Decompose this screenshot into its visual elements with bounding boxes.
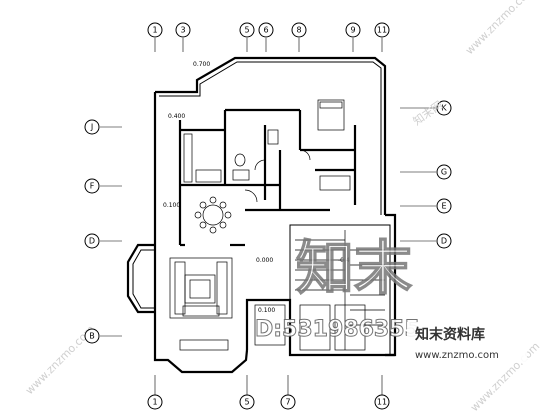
- elevation-label: 0.400: [168, 113, 185, 120]
- grid-label: D: [441, 237, 447, 246]
- elevation-label: 0.100: [163, 202, 180, 209]
- grid-label: 3: [180, 26, 185, 35]
- watermark-badge-text: 知末资料库: [415, 326, 485, 343]
- toilet-icon: [234, 153, 246, 167]
- grid-label: D: [89, 237, 95, 246]
- watermark-badge: 知末资料库: [407, 322, 527, 344]
- grid-label: 9: [350, 26, 355, 35]
- sofa-set-icon: [169, 257, 233, 319]
- grid-label: 1: [152, 398, 157, 407]
- grid-bubble-bottom-1: [147, 394, 163, 410]
- grid-label: G: [441, 168, 447, 177]
- grid-bubble-bottom-11: [374, 394, 390, 410]
- grid-label: F: [90, 182, 95, 191]
- grid-label: 7: [285, 398, 290, 407]
- grid-bubble-right-G: [436, 164, 452, 180]
- grid-label: J: [90, 123, 93, 132]
- grid-bubble-top-8: [291, 22, 307, 38]
- diagonal-watermark-top: www.znzmo.com: [463, 0, 537, 57]
- watermark-logo-text: 知末: [296, 234, 412, 302]
- elevation-label: -0.4: [338, 257, 350, 264]
- elevation-label: 0.100: [258, 307, 275, 314]
- bed-icon: [317, 99, 345, 131]
- grid-label: 5: [244, 398, 249, 407]
- grid-bubble-bottom-5: [239, 394, 255, 410]
- left-grid-axis: J F D B: [84, 119, 122, 344]
- grid-bubble-top-11: [374, 22, 390, 38]
- grid-label: 6: [263, 26, 268, 35]
- watermark-url-text: www.znzmo.com: [415, 350, 499, 361]
- bottom-grid-axis: 1 5 7 11: [147, 375, 390, 410]
- grid-label: B: [89, 332, 95, 341]
- grid-label: 8: [296, 26, 301, 35]
- grid-bubble-right-D: [436, 233, 452, 249]
- watermark-id: D:531986355: [255, 317, 420, 342]
- grid-bubble-top-5: [239, 22, 255, 38]
- grid-label: K: [441, 104, 447, 113]
- exterior-walls: [126, 56, 397, 374]
- furniture: [169, 99, 385, 351]
- grid-label: E: [441, 202, 446, 211]
- right-grid-axis: K G E D: [400, 100, 452, 249]
- grid-bubble-left-F: [84, 178, 100, 194]
- grid-bubble-top-1: [147, 22, 163, 38]
- dining-table-icon: [202, 204, 224, 226]
- bathtub-icon: [319, 175, 351, 191]
- grid-bubble-right-E: [436, 198, 452, 214]
- grid-label: 5: [244, 26, 249, 35]
- top-grid-axis: 1 3 5 6 8 9 11: [147, 22, 390, 52]
- elevation-marks: 0.700 0.400 0.100 0.000 -0.4 0.100: [163, 61, 350, 314]
- grid-bubble-top-3: [175, 22, 191, 38]
- elevation-label: 0.000: [256, 257, 273, 264]
- grid-bubble-left-D: [84, 233, 100, 249]
- grid-bubble-bottom-7: [280, 394, 296, 410]
- grid-bubble-top-6: [258, 22, 274, 38]
- watermark-url: www.znzmo.com: [407, 346, 527, 362]
- grid-bubble-left-B: [84, 328, 100, 344]
- stairs-icon: [295, 230, 385, 350]
- grid-label: 1: [152, 26, 157, 35]
- interior-walls: [178, 108, 357, 247]
- grid-label: 11: [377, 26, 387, 35]
- grid-label: 11: [377, 398, 387, 407]
- kitchen-counter-icon: [183, 133, 193, 183]
- grid-bubble-right-K: [436, 100, 452, 116]
- grid-bubble-left-J: [84, 119, 100, 135]
- elevation-label: 0.700: [193, 61, 210, 68]
- grid-bubble-top-9: [345, 22, 361, 38]
